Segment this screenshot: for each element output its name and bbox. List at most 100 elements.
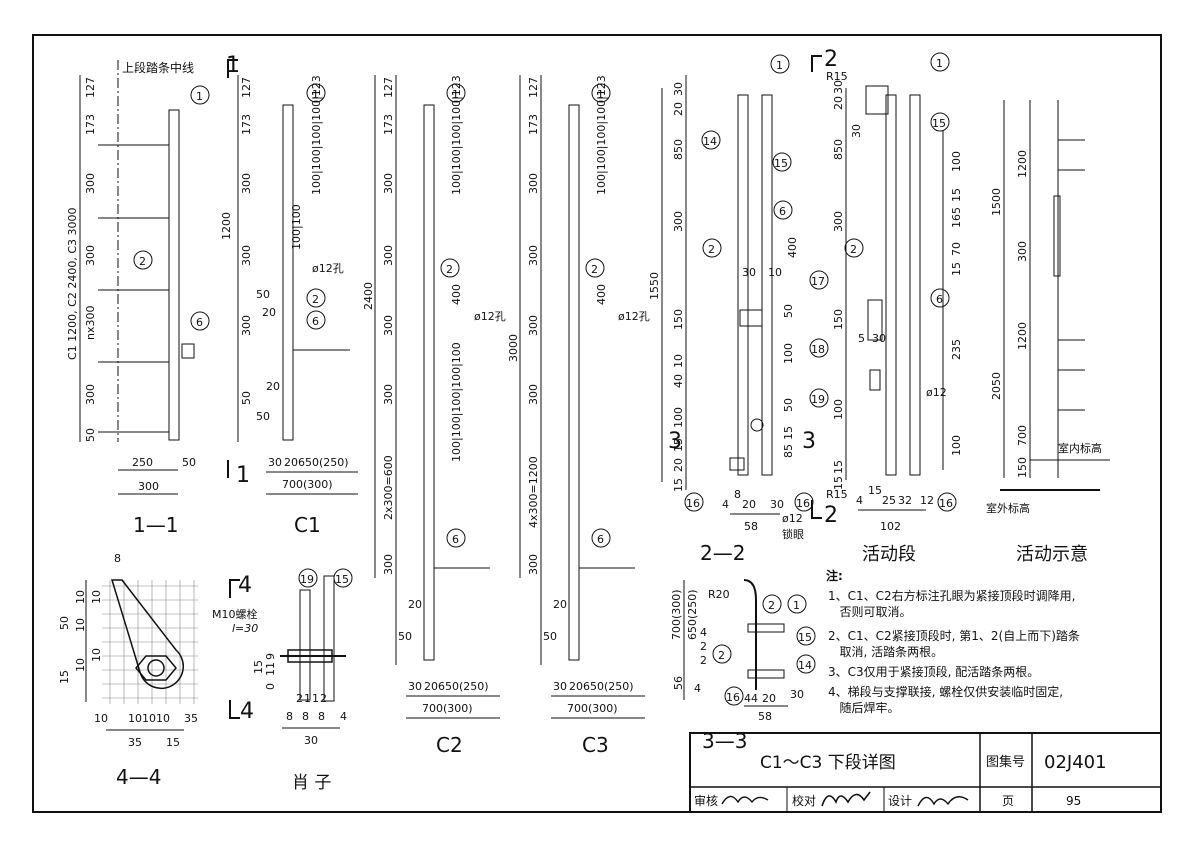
svg-text:6: 6	[196, 316, 203, 329]
check-signature	[821, 791, 871, 807]
svg-text:19: 19	[300, 573, 314, 586]
svg-text:17: 17	[811, 275, 825, 288]
svg-text:9: 9	[264, 653, 277, 660]
page-label: 页	[1002, 794, 1014, 808]
svg-text:8: 8	[318, 710, 325, 723]
svg-text:R15: R15	[826, 488, 848, 501]
svg-text:16: 16	[939, 497, 953, 510]
svg-text:4x300=1200: 4x300=1200	[527, 456, 540, 528]
svg-text:20: 20	[832, 96, 845, 110]
svg-text:3: 3	[802, 429, 816, 454]
svg-text:2: 2	[718, 649, 725, 662]
svg-text:30: 30	[268, 456, 282, 469]
c3-post	[568, 104, 580, 661]
atlas-label: 图集号	[986, 754, 1025, 770]
svg-text:1500: 1500	[990, 188, 1003, 216]
svg-text:700(300): 700(300)	[422, 702, 473, 715]
dim-300b: 300	[84, 245, 97, 266]
svg-text:ø12: ø12	[926, 386, 947, 399]
svg-text:R20: R20	[708, 588, 730, 601]
svg-text:10: 10	[128, 712, 142, 725]
svg-text:20: 20	[569, 680, 583, 693]
svg-text:300: 300	[382, 384, 395, 405]
svg-text:30: 30	[790, 688, 804, 701]
svg-text:30: 30	[304, 734, 318, 747]
svg-text:56: 56	[672, 676, 685, 690]
note-1b: 否则可取消。	[828, 605, 911, 619]
note-2a: 2、C1、C2紧接顶段时, 第1、2(自上而下)踏条	[828, 628, 1080, 643]
svg-text:2x300=600: 2x300=600	[382, 455, 395, 520]
svg-text:100: 100	[782, 343, 795, 364]
svg-text:15: 15	[950, 188, 963, 202]
svg-text:650(250): 650(250)	[686, 589, 699, 640]
dim-127: 127	[84, 77, 97, 98]
svg-text:16: 16	[686, 497, 700, 510]
svg-text:650(250): 650(250)	[583, 680, 634, 693]
svg-text:15: 15	[58, 670, 71, 684]
svg-text:100|100: 100|100	[290, 204, 303, 250]
svg-text:20: 20	[408, 598, 422, 611]
svg-text:20: 20	[424, 680, 438, 693]
note-1a: 1、C1、C2右方标注孔眼为紧接顶段时调降用,	[828, 588, 1075, 603]
title-demo: 活动示意	[1016, 544, 1088, 565]
bracket	[181, 343, 195, 359]
svg-text:10: 10	[90, 590, 103, 604]
svg-text:400: 400	[450, 284, 463, 305]
svg-text:15: 15	[774, 157, 788, 170]
svg-text:100: 100	[950, 151, 963, 172]
svg-text:15: 15	[868, 484, 882, 497]
svg-text:18: 18	[811, 343, 825, 356]
svg-text:127: 127	[240, 77, 253, 98]
svg-text:150: 150	[672, 309, 685, 330]
svg-text:173: 173	[240, 114, 253, 135]
svg-text:40: 40	[672, 374, 685, 388]
svg-text:1: 1	[312, 692, 319, 705]
notes-heading: 注:	[826, 568, 843, 583]
svg-text:4: 4	[722, 498, 729, 511]
svg-text:300: 300	[527, 173, 540, 194]
svg-text:400: 400	[595, 284, 608, 305]
title-c1: C1	[294, 513, 321, 537]
svg-text:300: 300	[240, 173, 253, 194]
note-3: 3、C3仅用于紧接顶段, 配活踏条两根。	[828, 664, 1039, 679]
callout-1	[190, 85, 210, 105]
svg-text:2: 2	[296, 692, 303, 705]
svg-text:2: 2	[139, 255, 146, 268]
svg-text:15: 15	[932, 117, 946, 130]
svg-text:15: 15	[672, 438, 685, 452]
svg-text:2: 2	[320, 692, 327, 705]
svg-text:1: 1	[776, 59, 783, 72]
svg-text:4: 4	[856, 494, 863, 507]
svg-text:1: 1	[304, 692, 311, 705]
design-signature	[917, 796, 969, 807]
svg-text:15: 15	[335, 573, 349, 586]
svg-text:20: 20	[742, 498, 756, 511]
svg-text:2: 2	[700, 640, 707, 653]
section-1-1: 上段踏条中线 127 173 300 300 300 50 C1 1200, C…	[66, 60, 210, 537]
svg-text:58: 58	[744, 520, 758, 533]
svg-text:2: 2	[591, 263, 598, 276]
svg-text:2: 2	[768, 599, 775, 612]
svg-text:6: 6	[936, 293, 943, 306]
svg-text:100: 100	[950, 435, 963, 456]
svg-text:1: 1	[936, 57, 943, 70]
svg-text:15: 15	[832, 476, 845, 490]
svg-text:锁眼: 锁眼	[782, 527, 804, 541]
svg-text:ø12: ø12	[782, 512, 803, 525]
svg-text:235: 235	[950, 339, 963, 360]
notes: 注: 1、C1、C2右方标注孔眼为紧接顶段时调降用, 否则可取消。 2、C1、C…	[826, 568, 1080, 715]
c1-hole-label: ø12孔	[312, 262, 344, 275]
title-pin: 肖 子	[292, 773, 331, 793]
svg-text:4: 4	[238, 573, 252, 598]
svg-text:2: 2	[824, 47, 838, 72]
svg-text:35: 35	[184, 712, 198, 725]
review-label: 审核	[694, 793, 718, 808]
svg-text:700: 700	[1016, 425, 1029, 446]
indoor-level: 室内标高	[1058, 441, 1102, 455]
dim-300d: 300	[84, 384, 97, 405]
svg-text:1: 1	[793, 599, 800, 612]
note-4b: 随后焊牢。	[828, 700, 899, 715]
dim-50b: 50	[182, 456, 196, 469]
